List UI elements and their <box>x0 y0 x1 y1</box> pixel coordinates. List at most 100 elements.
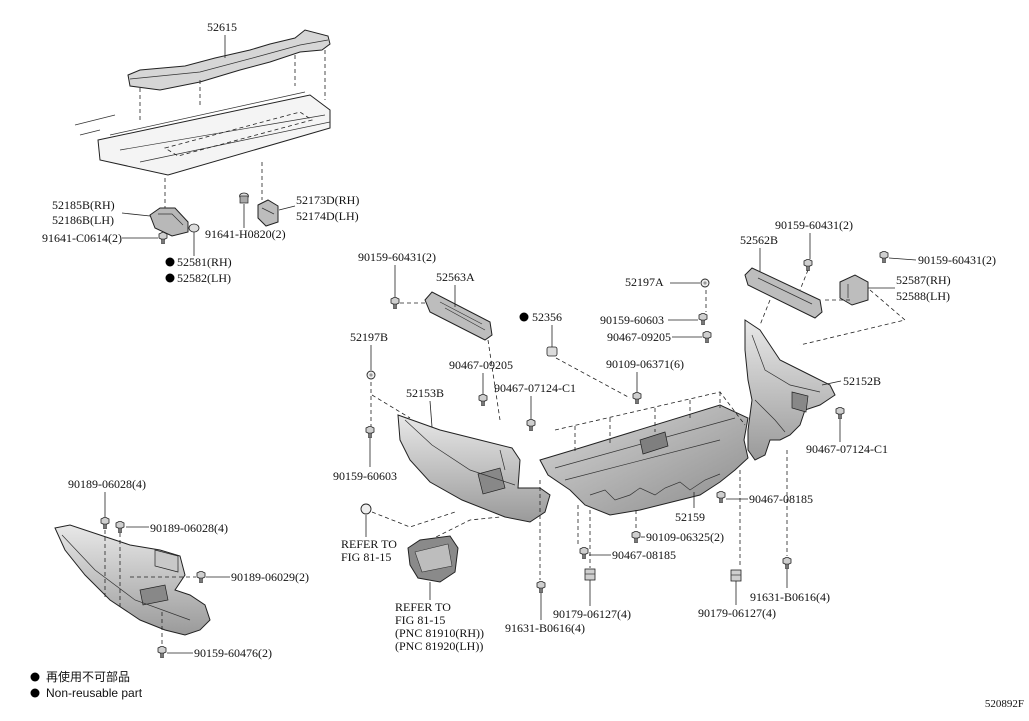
part-52356 <box>546 346 558 357</box>
bolt-91641-c0614 <box>158 232 168 244</box>
clip-90467-09205-right <box>702 331 712 343</box>
label-91631-b0616-right: 91631-B0616(4) <box>750 590 830 604</box>
top-leader-lines <box>121 35 296 256</box>
screw-91631-b0616-right <box>782 557 792 569</box>
bolt-90159-60476 <box>157 646 167 658</box>
diagram-id: 520892F <box>985 698 1024 710</box>
label-52152b: 52152B <box>843 374 881 388</box>
label-52562b: 52562B <box>740 233 778 247</box>
right-dashed-guides <box>759 269 906 346</box>
label-52159: 52159 <box>675 510 705 524</box>
fog-lamp <box>407 535 459 583</box>
clip-90467-07124-c1-right <box>835 407 845 419</box>
lower-left-leader-lines <box>104 492 230 654</box>
reference-fog-lamp-line2: FIG 81-15 <box>395 613 445 627</box>
label-52581-rh: 52581(RH) <box>177 255 232 269</box>
center-dashed-guides <box>539 290 788 580</box>
absorber-52615 <box>127 29 331 91</box>
label-52197a: 52197A <box>625 275 664 289</box>
label-90109-06325: 90109-06325(2) <box>646 530 724 544</box>
label-91641-h0820: 91641-H0820(2) <box>205 227 286 241</box>
screw-90189-06028-lower <box>115 521 125 533</box>
label-90467-08185-left: 90467-08185 <box>612 548 676 562</box>
label-90467-09205-left: 90467-09205 <box>449 358 513 372</box>
label-52582-lh: 52582(LH) <box>177 271 231 285</box>
label-90189-06029: 90189-06029(2) <box>231 570 309 584</box>
reference-fog-cap-line1: REFER TO <box>341 537 397 551</box>
label-52615: 52615 <box>207 20 237 34</box>
bolt-90159-60431-left <box>390 297 400 309</box>
label-90179-06127-right: 90179-06127(4) <box>698 606 776 620</box>
bracket-52185b <box>149 207 189 237</box>
non-reusable-marker <box>165 273 175 283</box>
fog-lamp-cover <box>360 503 372 515</box>
bracket-dashed-guides <box>164 162 263 208</box>
bumper-extension-alt-view <box>54 524 211 636</box>
clip-90467-08185-left <box>579 547 589 559</box>
legend-text-en: Non-reusable part <box>46 686 143 700</box>
label-90159-60431-far-right: 90159-60431(2) <box>918 253 996 267</box>
non-reusable-marker <box>30 672 40 682</box>
screw-91631-b0616-left <box>536 581 546 593</box>
label-52153b: 52153B <box>406 386 444 400</box>
non-reusable-marker <box>30 688 40 698</box>
bracket-52563a <box>424 291 493 341</box>
label-90159-60603-right: 90159-60603 <box>600 313 664 327</box>
label-90159-60431-upper-right: 90159-60431(2) <box>775 218 853 232</box>
retainer-52581 <box>188 223 200 233</box>
bolt-90159-60603-right <box>698 313 708 325</box>
bumper-extension-52153b <box>397 414 551 523</box>
reference-fog-lamp-line3: (PNC 81910(RH)) <box>395 626 484 640</box>
label-91631-b0616-left: 91631-B0616(4) <box>505 621 585 635</box>
reference-fog-cap-line2: FIG 81-15 <box>341 550 391 564</box>
label-90467-08185-right: 90467-08185 <box>749 492 813 506</box>
lower-bumper-52159 <box>539 404 749 516</box>
label-90467-09205-right: 90467-09205 <box>607 330 671 344</box>
legend: 再使用不可部品 Non-reusable part <box>30 669 143 700</box>
label-90159-60603-left: 90159-60603 <box>333 469 397 483</box>
right-leader-lines <box>759 233 917 442</box>
bolt-90159-60603-left <box>365 426 375 438</box>
label-52185b-rh: 52185B(RH) <box>52 198 115 212</box>
reference-leader-lines <box>365 515 431 600</box>
nut-90179-06127-left <box>584 568 596 581</box>
bolt-90159-60431-far-right <box>879 251 889 263</box>
label-90467-07124-c1-left: 90467-07124-C1 <box>494 381 576 395</box>
label-52563a: 52563A <box>436 270 475 284</box>
non-reusable-marker <box>519 312 529 322</box>
nut-90179-06127-right <box>730 569 742 582</box>
label-90159-60431-left: 90159-60431(2) <box>358 250 436 264</box>
label-52174d-lh: 52174D(LH) <box>296 209 359 223</box>
label-90159-60476: 90159-60476(2) <box>194 646 272 660</box>
legend-text-jp: 再使用不可部品 <box>46 669 130 684</box>
label-52173d-rh: 52173D(RH) <box>296 193 359 207</box>
label-52356: 52356 <box>532 310 562 324</box>
clip-90467-07124-c1-left <box>526 419 536 431</box>
reference-fog-lamp-line4: (PNC 81920(LH)) <box>395 639 483 653</box>
label-52587-rh: 52587(RH) <box>896 273 951 287</box>
bracket-52173d <box>257 199 279 227</box>
clip-52197b <box>366 370 376 380</box>
lower-left-dashed-guides <box>104 530 196 645</box>
bumper-reinforcement <box>74 91 331 176</box>
middle-left-leader-lines <box>369 265 532 467</box>
label-90109-06371: 90109-06371(6) <box>606 357 684 371</box>
center-leader-lines <box>540 282 788 620</box>
clip-90109-06325 <box>631 531 641 543</box>
reference-fog-lamp-line1: REFER TO <box>395 600 451 614</box>
label-90179-06127-left: 90179-06127(4) <box>553 607 631 621</box>
clip-52197a <box>700 278 710 288</box>
clip-90467-08185-right <box>716 491 726 503</box>
side-piece-52152b <box>744 319 836 461</box>
clip-90467-09205-left <box>478 394 488 406</box>
label-90189-06028-upper: 90189-06028(4) <box>68 477 146 491</box>
absorber-dashed-guides <box>139 50 326 122</box>
bolt-90159-60431-upper-right <box>803 259 813 271</box>
bracket-52562b <box>744 267 823 319</box>
label-90189-06028-lower: 90189-06028(4) <box>150 521 228 535</box>
screw-90189-06028-upper <box>100 517 110 529</box>
label-52588-lh: 52588(LH) <box>896 289 950 303</box>
label-52197b: 52197B <box>350 330 388 344</box>
label-52186b-lh: 52186B(LH) <box>52 213 114 227</box>
